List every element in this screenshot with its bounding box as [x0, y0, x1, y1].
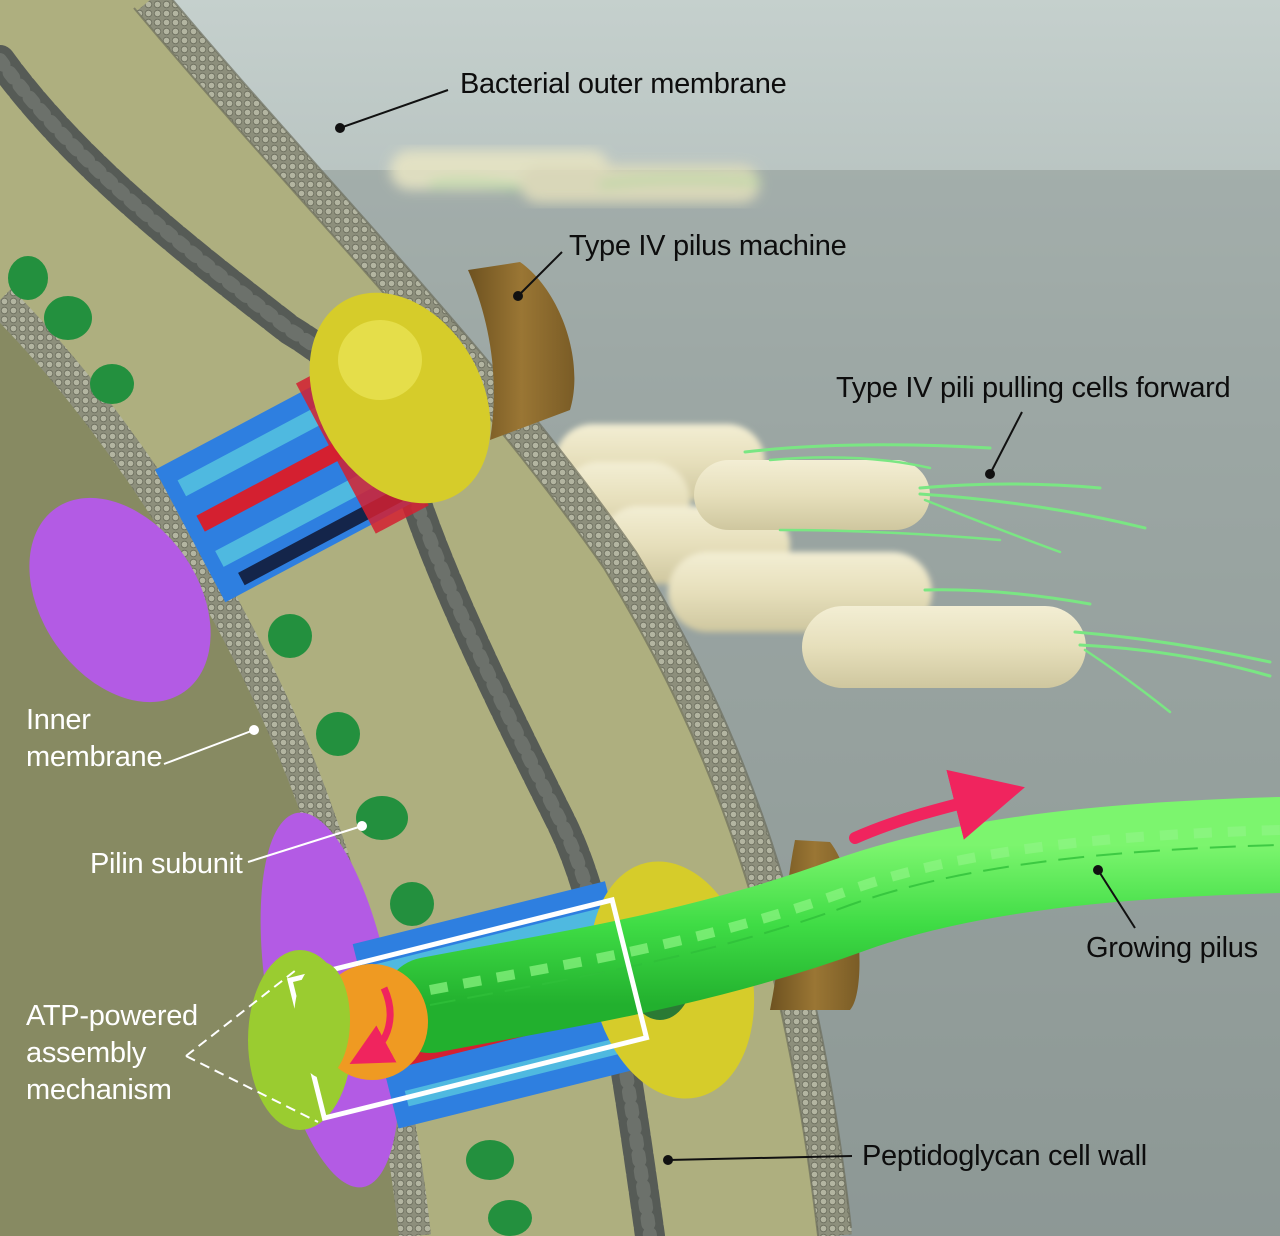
leader-atp-lower	[185, 1055, 319, 1123]
growing-pilus-filament	[382, 797, 1280, 1053]
leader-inner-membrane	[163, 729, 255, 765]
bacterium-cell	[802, 606, 1086, 688]
pilin-subunits	[8, 256, 532, 1236]
pilus-growth-arrow	[849, 769, 1025, 844]
leader-pilus-machine	[517, 251, 563, 297]
label-inner-membrane-line1: Inner	[26, 704, 91, 736]
label-atp-line3: mechanism	[26, 1074, 172, 1106]
label-peptidoglycan: Peptidoglycan cell wall	[862, 1140, 1147, 1172]
label-atp-line2: assembly	[26, 1037, 147, 1069]
label-atp-mechanism: ATP-powered assembly mechanism	[26, 998, 198, 1109]
pili-filaments	[743, 443, 1272, 714]
label-pilus-machine: Type IV pilus machine	[569, 230, 847, 262]
label-inner-membrane: Inner membrane	[26, 702, 163, 776]
purple-platform-protein	[29, 497, 211, 703]
assembly-inset	[286, 896, 650, 1122]
leader-outer-membrane	[339, 89, 449, 129]
leader-growing-pilus	[1097, 869, 1136, 929]
label-pili-pulling: Type IV pili pulling cells forward	[836, 372, 1231, 404]
leader-pilin-subunit	[247, 825, 363, 863]
leader-lines-light	[163, 725, 367, 1123]
bacteria-group	[555, 424, 1272, 714]
rotation-arrow	[349, 986, 397, 1065]
label-inner-membrane-line2: membrane	[26, 741, 163, 773]
label-pilin-subunit: Pilin subunit	[90, 848, 243, 880]
label-growing-pilus: Growing pilus	[1086, 932, 1258, 964]
secretin-upper	[468, 262, 575, 440]
leader-peptidoglycan	[667, 1155, 853, 1161]
leader-lines	[335, 89, 1136, 1165]
label-atp-line1: ATP-powered	[26, 1000, 198, 1032]
label-outer-membrane: Bacterial outer membrane	[460, 68, 787, 100]
bacterium-cell	[694, 460, 930, 530]
leader-atp-upper	[185, 969, 297, 1057]
distant-cells-top	[390, 150, 761, 203]
leader-pili-pulling	[989, 411, 1023, 475]
upper-pilus-machine	[29, 262, 575, 703]
